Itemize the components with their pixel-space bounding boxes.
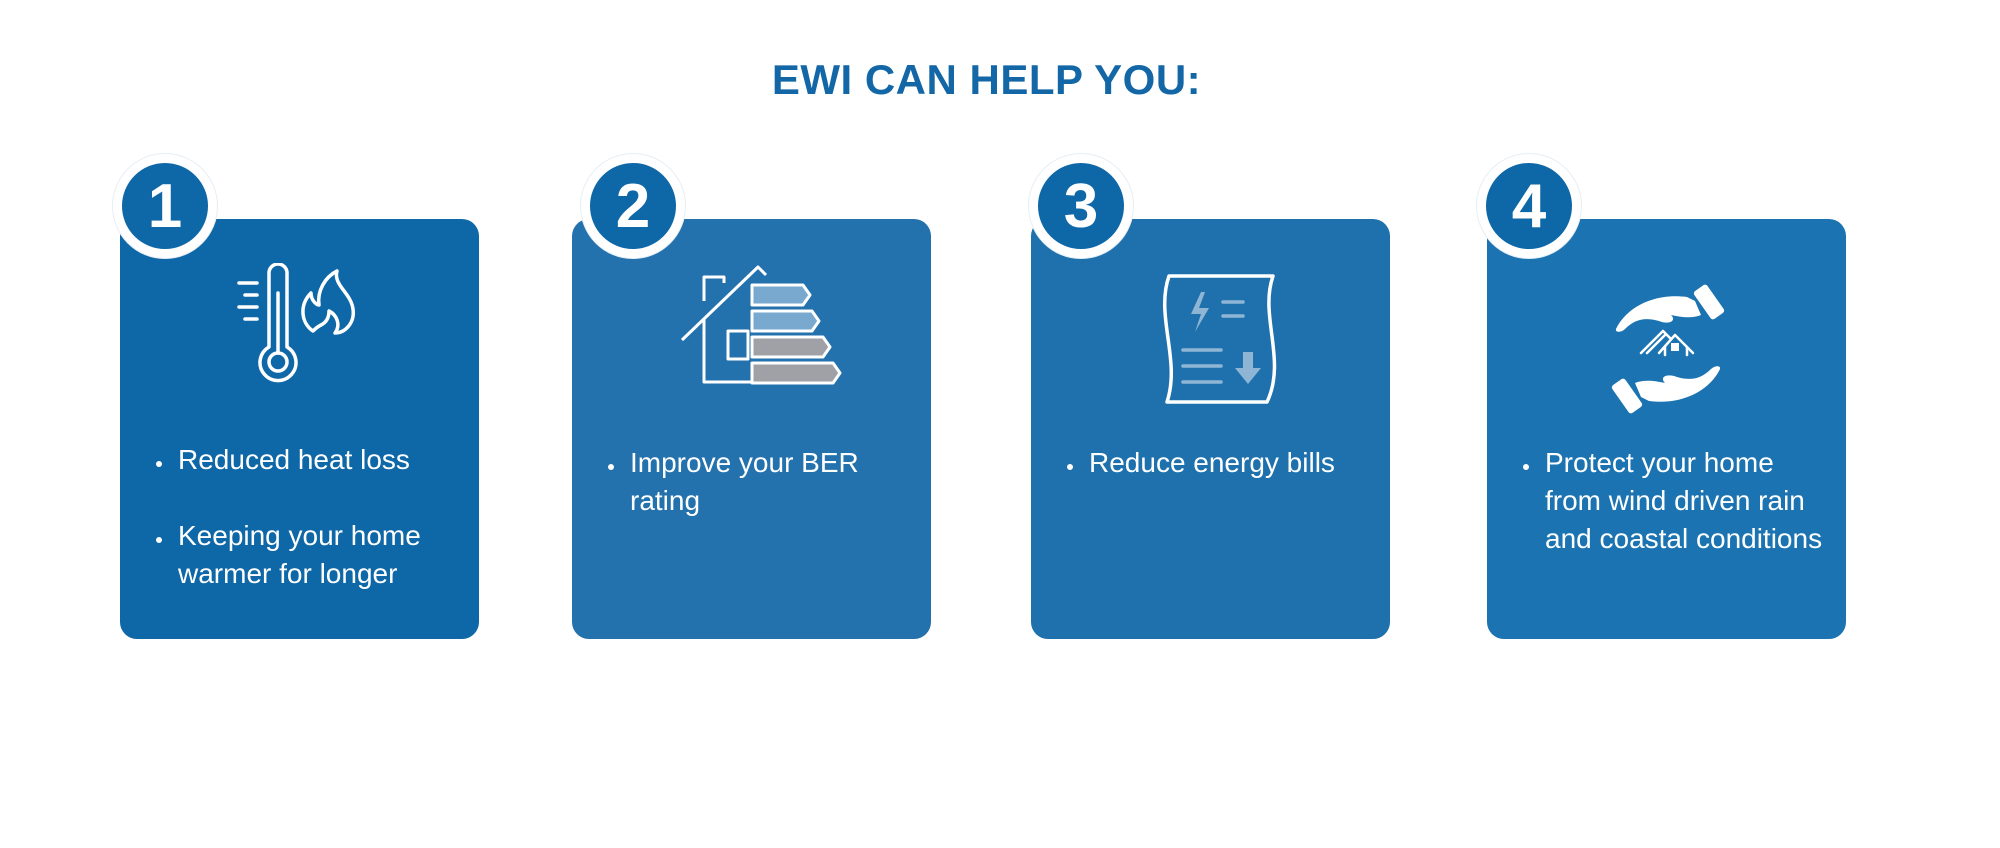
list-item: Improve your BER rating xyxy=(626,444,917,520)
list-item: Protect your home from wind driven rain … xyxy=(1541,444,1832,558)
energy-bill-icon xyxy=(1161,274,1281,404)
step-badge-1: 1 xyxy=(113,154,217,258)
benefit-card-1: Reduced heat loss Keeping your home warm… xyxy=(120,219,479,639)
benefit-list: Reduce energy bills xyxy=(1055,444,1376,520)
benefit-list: Reduced heat loss Keeping your home warm… xyxy=(144,441,465,631)
step-badge-4: 4 xyxy=(1477,154,1581,258)
benefit-list: Improve your BER rating xyxy=(596,444,917,558)
list-item: Keeping your home warmer for longer xyxy=(174,517,465,593)
step-badge-2: 2 xyxy=(581,154,685,258)
list-item: Reduced heat loss xyxy=(174,441,465,479)
benefit-card-4: Protect your home from wind driven rain … xyxy=(1487,219,1846,639)
hands-protecting-house-icon xyxy=(1595,277,1741,423)
benefit-card-2: Improve your BER rating xyxy=(572,219,931,639)
list-item: Reduce energy bills xyxy=(1085,444,1376,482)
benefit-list: Protect your home from wind driven rain … xyxy=(1511,444,1832,596)
house-energy-rating-icon xyxy=(680,265,850,389)
step-badge-3: 3 xyxy=(1029,154,1133,258)
thermometer-flame-icon xyxy=(235,263,359,393)
benefit-card-3: Reduce energy bills xyxy=(1031,219,1390,639)
page-title: EWI CAN HELP YOU: xyxy=(771,56,1202,103)
